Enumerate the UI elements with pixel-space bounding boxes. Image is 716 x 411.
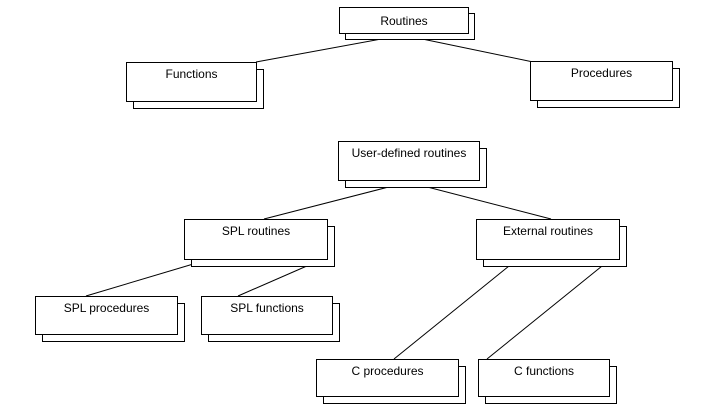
edge-spl-splprocedures (85, 261, 201, 297)
node-spl-routines: SPL routines (184, 219, 328, 260)
node-functions: Functions (126, 62, 257, 102)
edge-spl-splfunctions (237, 261, 317, 297)
edge-external-cfunctions (486, 261, 608, 360)
node-c-procedures: C procedures (316, 359, 459, 397)
node-c-functions: C functions (478, 359, 610, 397)
node-routines: Routines (339, 7, 469, 34)
node-spl-functions: SPL functions (201, 296, 333, 335)
edge-userdefined-spl (263, 181, 409, 220)
edge-userdefined-external (407, 181, 552, 220)
node-user-defined-routines: User-defined routines (338, 141, 480, 181)
node-spl-procedures: SPL procedures (35, 296, 178, 335)
node-external-routines: External routines (476, 219, 620, 260)
node-procedures: Procedures (530, 61, 673, 101)
edge-external-cprocedures (393, 261, 515, 360)
